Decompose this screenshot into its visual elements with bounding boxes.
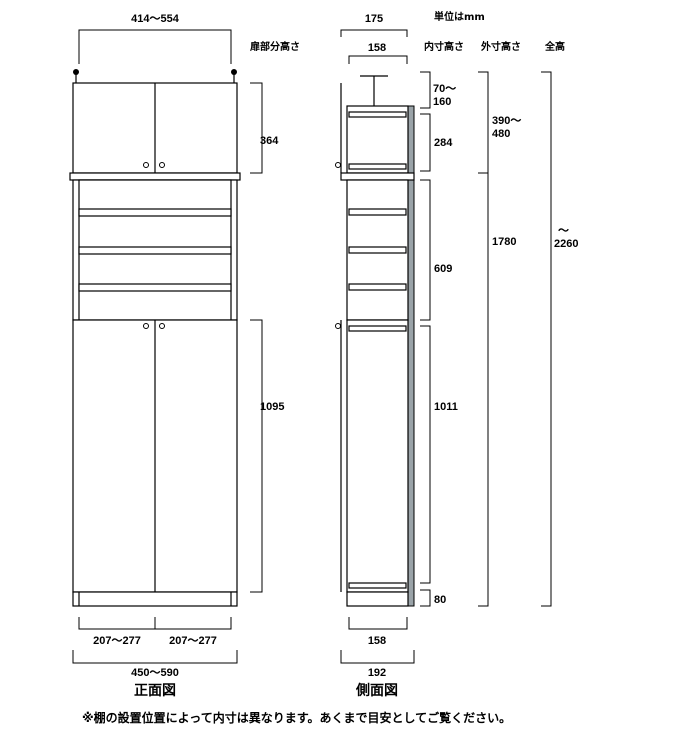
- inner-top-label: 70〜 160: [433, 83, 459, 108]
- header-door-height: 扉部分高さ: [249, 40, 300, 53]
- lower-knob-right: [159, 323, 165, 329]
- outer-lower-label: 1780: [492, 236, 516, 248]
- top-width-label: 414〜554: [131, 13, 180, 25]
- upper-knob-right: [159, 162, 165, 168]
- front-view: 414〜554 364 1095 207〜277 207〜277 450〜590…: [69, 13, 284, 699]
- total-height-label-line2: 2260: [554, 238, 578, 250]
- inner-upper-label: 284: [434, 137, 453, 149]
- total-width-label: 450〜590: [131, 667, 179, 679]
- side-lower-knob: [335, 323, 341, 329]
- top-width-bracket: [78, 29, 232, 64]
- upper-knob-left: [143, 162, 149, 168]
- side-shelf-3: [348, 283, 407, 291]
- side-shelf-2: [348, 246, 407, 254]
- side-shelf-1: [348, 208, 407, 216]
- middle-top-board: [69, 172, 241, 181]
- inner-top-bracket: [420, 71, 431, 109]
- back-panel: [407, 105, 415, 607]
- side-view-title: 側面図: [355, 682, 398, 699]
- header-outer-height: 外寸高さ: [480, 40, 521, 53]
- side-base: [346, 591, 409, 607]
- footnote: ※棚の設置位置によって内寸は異なります。あくまで目安としてご覧ください。: [82, 710, 511, 725]
- header-inner-height: 内寸高さ: [424, 40, 464, 53]
- door-width-right-label: 207〜277: [169, 635, 217, 647]
- side-top-depth-label: 175: [365, 13, 383, 25]
- inner-lower-bracket: [420, 325, 431, 584]
- side-bottom-inner-bracket: [348, 617, 408, 630]
- shelf-board-1: [78, 208, 232, 217]
- inner-lower-label: 1011: [434, 401, 458, 413]
- side-bottom-inner-label: 158: [368, 635, 386, 647]
- unit-label: 単位はmm: [434, 10, 485, 23]
- outer-upper-label-line2: 480: [492, 128, 510, 140]
- side-total-depth-bracket: [340, 650, 415, 664]
- total-height-dims: 〜 2260: [541, 71, 578, 607]
- side-upper-knob: [335, 162, 341, 168]
- side-middle-board: [340, 172, 415, 181]
- header-total-height: 全高: [544, 40, 565, 53]
- base-plinth: [72, 591, 238, 607]
- outer-upper-bracket: [478, 71, 489, 174]
- side-upper-bottomboard: [348, 163, 407, 170]
- side-top-depth-bracket: [340, 29, 408, 37]
- side-total-depth-label: 192: [368, 667, 386, 679]
- side-lower-topboard: [348, 325, 407, 332]
- total-height-label: 〜 2260: [554, 225, 578, 250]
- lower-knob-left: [143, 323, 149, 329]
- outer-lower-bracket: [478, 172, 489, 607]
- inner-base-label: 80: [434, 594, 446, 606]
- inner-mid-bracket: [420, 179, 431, 321]
- inner-mid-label: 609: [434, 263, 452, 275]
- lower-door-bracket: [250, 319, 263, 593]
- total-width-bracket: [72, 650, 238, 664]
- side-inner-depth-label: 158: [368, 42, 386, 54]
- shelf-board-3: [78, 283, 232, 292]
- lower-door-height-label: 1095: [260, 401, 284, 413]
- inner-top-label-line1: 70〜: [433, 83, 456, 95]
- outer-height-dims: 390〜 480 1780: [478, 71, 524, 607]
- side-inner-depth-bracket: [348, 55, 408, 64]
- side-lower-bottomboard: [348, 582, 407, 589]
- front-view-title: 正面図: [134, 683, 176, 699]
- door-width-left-label: 207〜277: [93, 635, 141, 647]
- side-upper-topboard: [348, 111, 407, 118]
- inner-base-bracket: [420, 589, 431, 607]
- upper-door-bracket: [250, 82, 263, 174]
- total-height-label-line1: 〜: [558, 225, 569, 237]
- tension-rod-right-knob: [231, 69, 237, 75]
- side-view: 175 158 158 192 側面図: [335, 13, 415, 699]
- tension-rod-left-knob: [73, 69, 79, 75]
- inner-upper-bracket: [420, 113, 431, 172]
- inner-top-label-line2: 160: [433, 96, 451, 108]
- outer-upper-label-line1: 390〜: [492, 115, 521, 127]
- side-lower-unit: [346, 319, 409, 593]
- shelf-board-2: [78, 246, 232, 255]
- total-height-bracket: [541, 71, 552, 607]
- inner-height-dims: 70〜 160 284 609 1011 80: [420, 71, 459, 607]
- upper-door-height-label: 364: [260, 135, 279, 147]
- outer-upper-label: 390〜 480: [492, 115, 524, 140]
